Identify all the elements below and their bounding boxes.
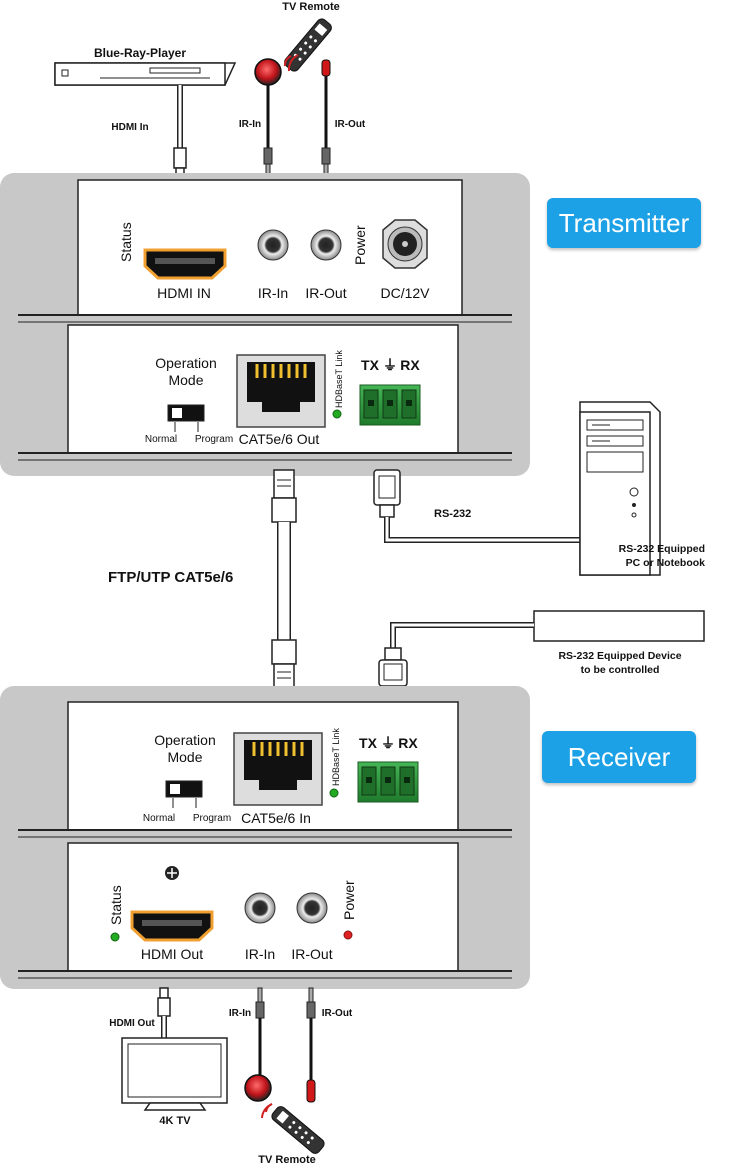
pc-label-2: PC or Notebook (626, 557, 705, 569)
hdmi-cable-bottom (157, 987, 171, 1038)
rx-mode-switch[interactable] (165, 780, 203, 808)
cat-in-port-icon (233, 732, 323, 806)
rx-hdbaset-link-label: HDBaseT Link (331, 728, 341, 786)
tx-operation-mode-label-2: Mode (168, 372, 203, 388)
rx-power-label: Power (341, 880, 357, 920)
rx-ir-out-label: IR-Out (291, 946, 332, 962)
receiver-badge: Receiver (542, 731, 696, 783)
cat-out-label: CAT5e/6 Out (239, 431, 320, 447)
hdmi-out-cable-label: HDMI Out (109, 1018, 155, 1029)
cat-in-label: CAT5e/6 In (241, 810, 311, 826)
blu-ray-player (54, 62, 237, 86)
tv-icon (121, 1037, 228, 1111)
rx-txrx-gnd: ⏚ (381, 735, 395, 751)
tx-txrx-rx: RX (400, 357, 420, 373)
ir-receiver-eye-bottom (244, 987, 272, 1102)
tx-normal-label: Normal (145, 434, 177, 445)
ir-emitter-bottom (306, 987, 316, 1103)
rx-program-label: Program (193, 813, 231, 824)
power-label: Power (352, 225, 368, 265)
rx-terminal-block-icon (357, 761, 419, 803)
tv-label: 4K TV (159, 1115, 191, 1127)
rs232-device-icon (378, 610, 705, 687)
tx-program-label: Program (195, 434, 233, 445)
ir-waves-top-icon (283, 54, 299, 72)
rx-operation-mode-label-1: Operation (154, 732, 215, 748)
tx-txrx-gnd: ⏚ (383, 357, 397, 373)
cat-cable-label: FTP/UTP CAT5e/6 (108, 569, 233, 586)
ir-in-jack-icon (257, 229, 289, 261)
rx-txrx-rx: RX (398, 735, 418, 751)
pc-tower-icon (579, 401, 661, 576)
ir-waves-bottom-icon (261, 1103, 273, 1119)
ir-out-bottom-label: IR-Out (322, 1008, 353, 1019)
tx-terminal-block-icon (359, 384, 421, 426)
rx-status-led-icon (110, 932, 120, 942)
hdmi-cable-top (173, 85, 187, 181)
ir-out-port-label: IR-Out (305, 285, 346, 301)
ir-in-top-label: IR-In (239, 119, 261, 130)
ir-emitter-top (321, 59, 331, 181)
ir-in-port-label: IR-In (258, 285, 288, 301)
rx-status-label: Status (108, 885, 124, 925)
rx-power-led-icon (343, 930, 353, 940)
tx-link-led-icon (332, 409, 342, 419)
hdmi-out-port-label: HDMI Out (141, 946, 203, 962)
rs232-connector-top (373, 469, 580, 543)
player-label: Blue-Ray-Player (94, 46, 186, 60)
tv-remote-bottom-label: TV Remote (258, 1154, 315, 1166)
rx-link-led-icon (329, 788, 339, 798)
ir-receiver-eye-top (254, 58, 282, 181)
hdmi-out-port-icon (130, 910, 214, 942)
rs232-label: RS-232 (434, 508, 471, 520)
ir-out-jack-icon (310, 229, 342, 261)
cat-cable (271, 469, 297, 691)
rx-operation-mode-label-2: Mode (167, 749, 202, 765)
cat-out-port-icon (236, 354, 326, 428)
tx-hdbaset-link-label: HDBaseT Link (334, 350, 344, 408)
rx-ir-in-label: IR-In (245, 946, 275, 962)
hdmi-in-cable-label: HDMI In (111, 122, 148, 133)
rx-ir-out-jack-icon (296, 892, 328, 924)
tv-remote-top-icon (284, 18, 332, 72)
dc-power-jack-icon (382, 219, 428, 269)
tx-mode-switch[interactable] (167, 404, 205, 432)
rx-txrx-tx: TX (359, 735, 378, 751)
rx-normal-label: Normal (143, 813, 175, 824)
rx-ir-in-jack-icon (244, 892, 276, 924)
device-label-2: to be controlled (581, 664, 660, 676)
hdmi-in-port-icon (143, 248, 227, 280)
transmitter-badge: Transmitter (547, 198, 701, 248)
dc-12v-label: DC/12V (380, 285, 430, 301)
device-label-1: RS-232 Equipped Device (558, 650, 681, 662)
transmitter-status-label: Status (118, 222, 134, 262)
tv-remote-bottom-icon (271, 1106, 325, 1154)
ir-in-bottom-label: IR-In (229, 1008, 251, 1019)
tv-remote-top-label: TV Remote (282, 1, 339, 13)
tx-txrx-tx: TX (361, 357, 380, 373)
pc-label-1: RS-232 Equipped (619, 543, 705, 555)
mount-screw-icon (165, 866, 179, 880)
hdmi-in-port-label: HDMI IN (157, 285, 211, 301)
tx-operation-mode-label-1: Operation (155, 355, 216, 371)
ir-out-top-label: IR-Out (335, 119, 366, 130)
